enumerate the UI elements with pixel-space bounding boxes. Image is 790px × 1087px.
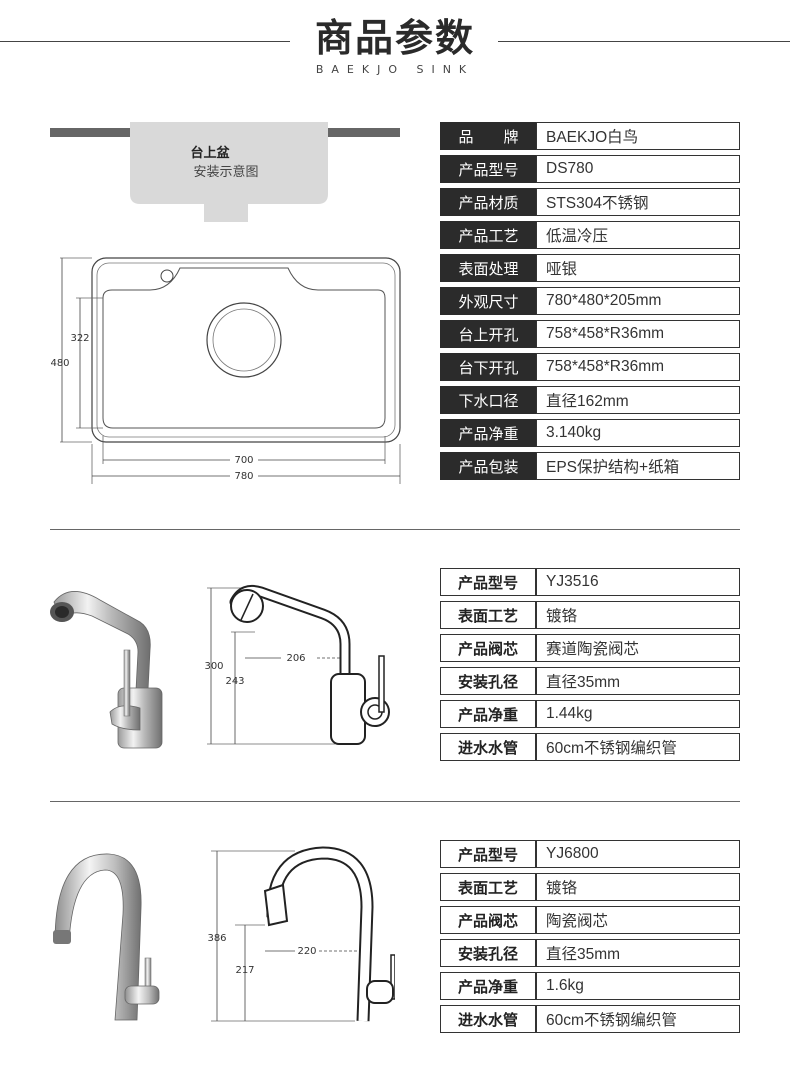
section-divider-1: [50, 529, 740, 530]
spec-label: 产品型号: [440, 155, 536, 183]
spec-label: 产品净重: [440, 972, 536, 1000]
spec-value: EPS保护结构+纸箱: [536, 452, 740, 480]
faucet1-dim-300: 300: [204, 661, 223, 672]
spec-value: 镀铬: [536, 873, 740, 901]
spec-value: 758*458*R36mm: [536, 353, 740, 381]
spec-value: 60cm不锈钢编织管: [536, 1005, 740, 1033]
spec-value: 直径35mm: [536, 667, 740, 695]
spec-row: 表面工艺镀铬: [440, 873, 740, 901]
spec-label: 下水口径: [440, 386, 536, 414]
spec-value: 直径35mm: [536, 939, 740, 967]
spec-label: 安装孔径: [440, 939, 536, 967]
faucet1-dim-243: 243: [225, 676, 244, 687]
spec-row: 产品工艺低温冷压: [440, 221, 740, 249]
spec-label: 表面工艺: [440, 873, 536, 901]
spec-value: 赛道陶瓷阀芯: [536, 634, 740, 662]
spec-row: 表面工艺镀铬: [440, 601, 740, 629]
spec-value: 1.44kg: [536, 700, 740, 728]
spec-value: 60cm不锈钢编织管: [536, 733, 740, 761]
page-subtitle: BAEKJO SINK: [315, 63, 475, 76]
header-rule-right: [498, 41, 790, 42]
spec-value: STS304不锈钢: [536, 188, 740, 216]
spec-value: 直径162mm: [536, 386, 740, 414]
sink-dim-780: 780: [234, 471, 253, 482]
spec-row: 表面处理哑银: [440, 254, 740, 282]
faucet2-drawing: 386 217 220: [207, 846, 395, 1022]
spec-row: 下水口径直径162mm: [440, 386, 740, 414]
spec-value: YJ6800: [536, 840, 740, 868]
spec-value: DS780: [536, 155, 740, 183]
spec-value: 镀铬: [536, 601, 740, 629]
spec-label: 台上开孔: [440, 320, 536, 348]
faucet2-dim-386: 386: [207, 933, 226, 944]
sink-dim-700: 700: [234, 455, 253, 466]
sink-badge-title: 台上盆: [190, 145, 230, 161]
spec-label: 产品型号: [440, 840, 536, 868]
spec-label: 品 牌: [440, 122, 536, 150]
sink-badge-subtitle: 安装示意图: [193, 164, 258, 180]
sink-dim-322: 322: [70, 333, 89, 344]
faucet1-drawing: 300 243 206: [204, 584, 390, 745]
spec-row: 安装孔径直径35mm: [440, 939, 740, 967]
faucet1-dim-206: 206: [286, 653, 305, 664]
spec-row: 产品阀芯陶瓷阀芯: [440, 906, 740, 934]
faucet2-dim-220: 220: [297, 946, 316, 957]
spec-label: 产品包装: [440, 452, 536, 480]
spec-label: 表面处理: [440, 254, 536, 282]
sink-diagram: 台上盆 安装示意图 480 322 700 780: [50, 122, 401, 484]
spec-label: 产品材质: [440, 188, 536, 216]
spec-value: 陶瓷阀芯: [536, 906, 740, 934]
spec-label: 产品净重: [440, 419, 536, 447]
faucet2-photo: [53, 853, 160, 1021]
spec-label: 外观尺寸: [440, 287, 536, 315]
spec-label: 产品净重: [440, 700, 536, 728]
spec-value: 低温冷压: [536, 221, 740, 249]
spec-row: 安装孔径直径35mm: [440, 667, 740, 695]
spec-label: 进水水管: [440, 733, 536, 761]
spec-value: YJ3516: [536, 568, 740, 596]
sink-dim-480: 480: [50, 358, 69, 369]
spec-value: 758*458*R36mm: [536, 320, 740, 348]
spec-label: 台下开孔: [440, 353, 536, 381]
spec-value: 3.140kg: [536, 419, 740, 447]
spec-label: 进水水管: [440, 1005, 536, 1033]
faucet1-photo: [50, 591, 163, 749]
spec-value: 1.6kg: [536, 972, 740, 1000]
spec-value: BAEKJO白鸟: [536, 122, 740, 150]
spec-value: 780*480*205mm: [536, 287, 740, 315]
section-divider-2: [50, 801, 740, 802]
header-rule-left: [0, 41, 290, 42]
page-title: 商品参数: [314, 16, 475, 60]
spec-label: 产品型号: [440, 568, 536, 596]
spec-value: 哑银: [536, 254, 740, 282]
spec-label: 产品阀芯: [440, 906, 536, 934]
faucet2-dim-217: 217: [235, 965, 254, 976]
spec-label: 安装孔径: [440, 667, 536, 695]
spec-label: 产品工艺: [440, 221, 536, 249]
spec-row: 产品阀芯赛道陶瓷阀芯: [440, 634, 740, 662]
spec-label: 产品阀芯: [440, 634, 536, 662]
spec-label: 表面工艺: [440, 601, 536, 629]
